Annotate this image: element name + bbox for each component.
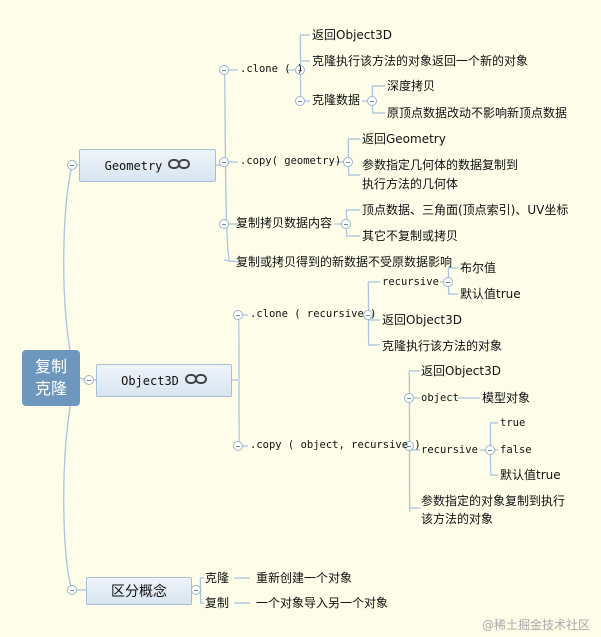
obj-clone-label: .clone ( recursive ) <box>250 308 377 320</box>
object3d-node-label: Object3D <box>121 373 179 388</box>
geometry-node[interactable]: Geometry <box>79 149 216 182</box>
obj-copy-recursive-false: false <box>500 444 532 456</box>
obj-copy-desc-line1: 参数指定的对象复制到执行 <box>421 494 566 508</box>
root-node-line2: 克隆 <box>34 379 67 398</box>
link-icon <box>168 158 191 173</box>
collapse-button-geo-copy[interactable] <box>219 157 229 167</box>
obj-copy-object-label: object <box>421 392 459 404</box>
collapse-button-geo-clone[interactable] <box>219 65 229 75</box>
collapse-button-obj-clone-children[interactable] <box>363 310 373 320</box>
root-node[interactable]: 复制 克隆 <box>22 350 80 406</box>
geo-note: 复制或拷贝得到的新数据不受原数据影响 <box>236 255 453 269</box>
geometry-node-label: Geometry <box>104 158 163 173</box>
geo-content-other: 其它不复制或拷贝 <box>362 229 459 243</box>
concepts-copy-desc: 一个对象导入另一个对象 <box>256 596 389 610</box>
geo-copy-desc-line2: 执行方法的几何体 <box>362 177 459 191</box>
geo-clone-label: .clone ( ) <box>240 63 304 75</box>
obj-clone-recursive-default: 默认值true <box>460 287 521 301</box>
concepts-clone-desc: 重新创建一个对象 <box>256 571 353 585</box>
collapse-button-concepts-children[interactable] <box>191 585 201 595</box>
geo-copy-return: 返回Geometry <box>362 132 446 146</box>
concepts-node-label: 区分概念 <box>111 584 167 600</box>
collapse-button-geo-clone-return[interactable] <box>295 65 305 75</box>
obj-clone-return: 返回Object3D <box>382 313 462 327</box>
concepts-clone-label: 克隆 <box>205 571 230 585</box>
collapse-button-clone-data-children[interactable] <box>367 96 377 106</box>
obj-clone-recursive-label: recursive <box>382 276 439 288</box>
collapse-button-object3d[interactable] <box>84 375 94 385</box>
obj-copy-return: 返回Object3D <box>421 364 501 378</box>
collapse-button-obj-clone-recursive[interactable] <box>443 277 453 287</box>
watermark: @稀土掘金技术社区 <box>482 618 591 632</box>
collapse-button-obj-clone[interactable] <box>233 310 243 320</box>
geo-clone-data-label: 克隆数据 <box>312 93 361 107</box>
obj-clone-recursive-type: 布尔值 <box>460 261 497 275</box>
root-node-line1: 复制 <box>34 357 67 376</box>
geo-content-vertex: 顶点数据、三角面(顶点索引)、UV坐标 <box>362 203 569 217</box>
collapse-button-obj-copy[interactable] <box>233 441 243 451</box>
geo-clone-return: 返回Object3D <box>312 28 392 42</box>
collapse-button-obj-copy-recursive[interactable] <box>485 445 495 455</box>
collapse-button-clone-data[interactable] <box>295 96 305 106</box>
obj-copy-recursive-default: 默认值true <box>500 468 561 482</box>
concepts-copy-label: 复制 <box>205 596 230 610</box>
collapse-button-obj-copy-object[interactable] <box>404 393 414 403</box>
obj-copy-object-desc: 模型对象 <box>482 391 531 405</box>
collapse-button-concepts[interactable] <box>67 585 77 595</box>
geo-copy-label: .copy( geometry) <box>240 155 342 167</box>
collapse-button-geo-copy-children[interactable] <box>343 157 353 167</box>
collapse-button-geo-content-children[interactable] <box>341 219 351 229</box>
obj-clone-desc: 克隆执行该方法的对象 <box>382 339 503 353</box>
geo-copy-desc-line1: 参数指定几何体的数据复制到 <box>362 158 519 172</box>
obj-copy-desc-line2: 该方法的对象 <box>421 512 494 526</box>
object3d-node[interactable]: Object3D <box>96 364 232 397</box>
geo-clone-data-deep: 深度拷贝 <box>387 79 436 93</box>
collapse-button-obj-copy-children[interactable] <box>404 441 414 451</box>
geo-clone-desc: 克隆执行该方法的对象返回一个新的对象 <box>312 54 529 68</box>
collapse-button-geometry[interactable] <box>67 160 77 170</box>
link-icon <box>184 373 207 388</box>
obj-copy-label: .copy ( object, recursive ) <box>250 439 421 451</box>
geo-clone-data-note: 原顶点数据改动不影响新顶点数据 <box>387 106 568 120</box>
collapse-button-geo-content[interactable] <box>219 219 229 229</box>
obj-copy-recursive-label: recursive <box>421 444 478 456</box>
geo-content-label: 复制拷贝数据内容 <box>236 216 333 230</box>
concepts-node[interactable]: 区分概念 <box>86 577 192 605</box>
obj-copy-recursive-true: true <box>500 417 526 429</box>
